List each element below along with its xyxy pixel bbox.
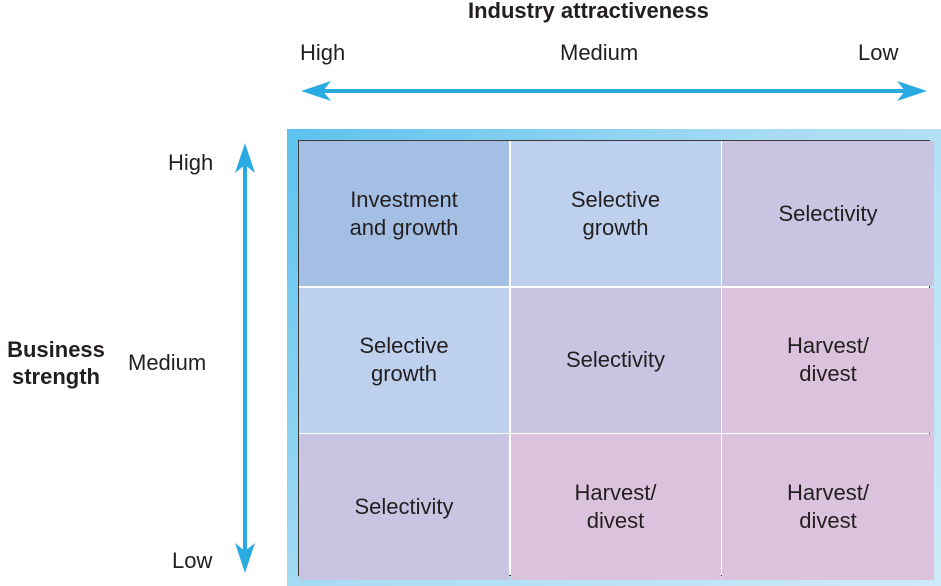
vertical-double-arrow (235, 143, 255, 573)
cell-low-low: Harvest/ divest (722, 434, 934, 580)
cell-low-high: Selectivity (299, 434, 509, 580)
x-tick-high: High (300, 40, 346, 65)
cell-high-medium: Selective growth (510, 141, 721, 286)
strategy-matrix: Investment and growth Selective growth S… (298, 140, 934, 580)
cell-high-high: Investment and growth (299, 141, 509, 286)
horizontal-double-arrow (301, 81, 927, 101)
cell-medium-low: Harvest/ divest (722, 287, 934, 433)
chart-title: Industry attractiveness (468, 0, 709, 23)
x-tick-medium: Medium (560, 40, 639, 65)
y-axis-label: Business strength (7, 337, 105, 389)
x-tick-low: Low (858, 40, 899, 65)
y-tick-medium: Medium (128, 350, 207, 375)
cell-low-medium: Harvest/ divest (510, 434, 721, 580)
cell-medium-medium: Selectivity (510, 287, 721, 433)
cell-high-low: Selectivity (722, 141, 934, 286)
y-tick-high: High (168, 150, 214, 175)
cell-medium-high: Selective growth (299, 287, 509, 433)
y-tick-low: Low (172, 548, 213, 573)
